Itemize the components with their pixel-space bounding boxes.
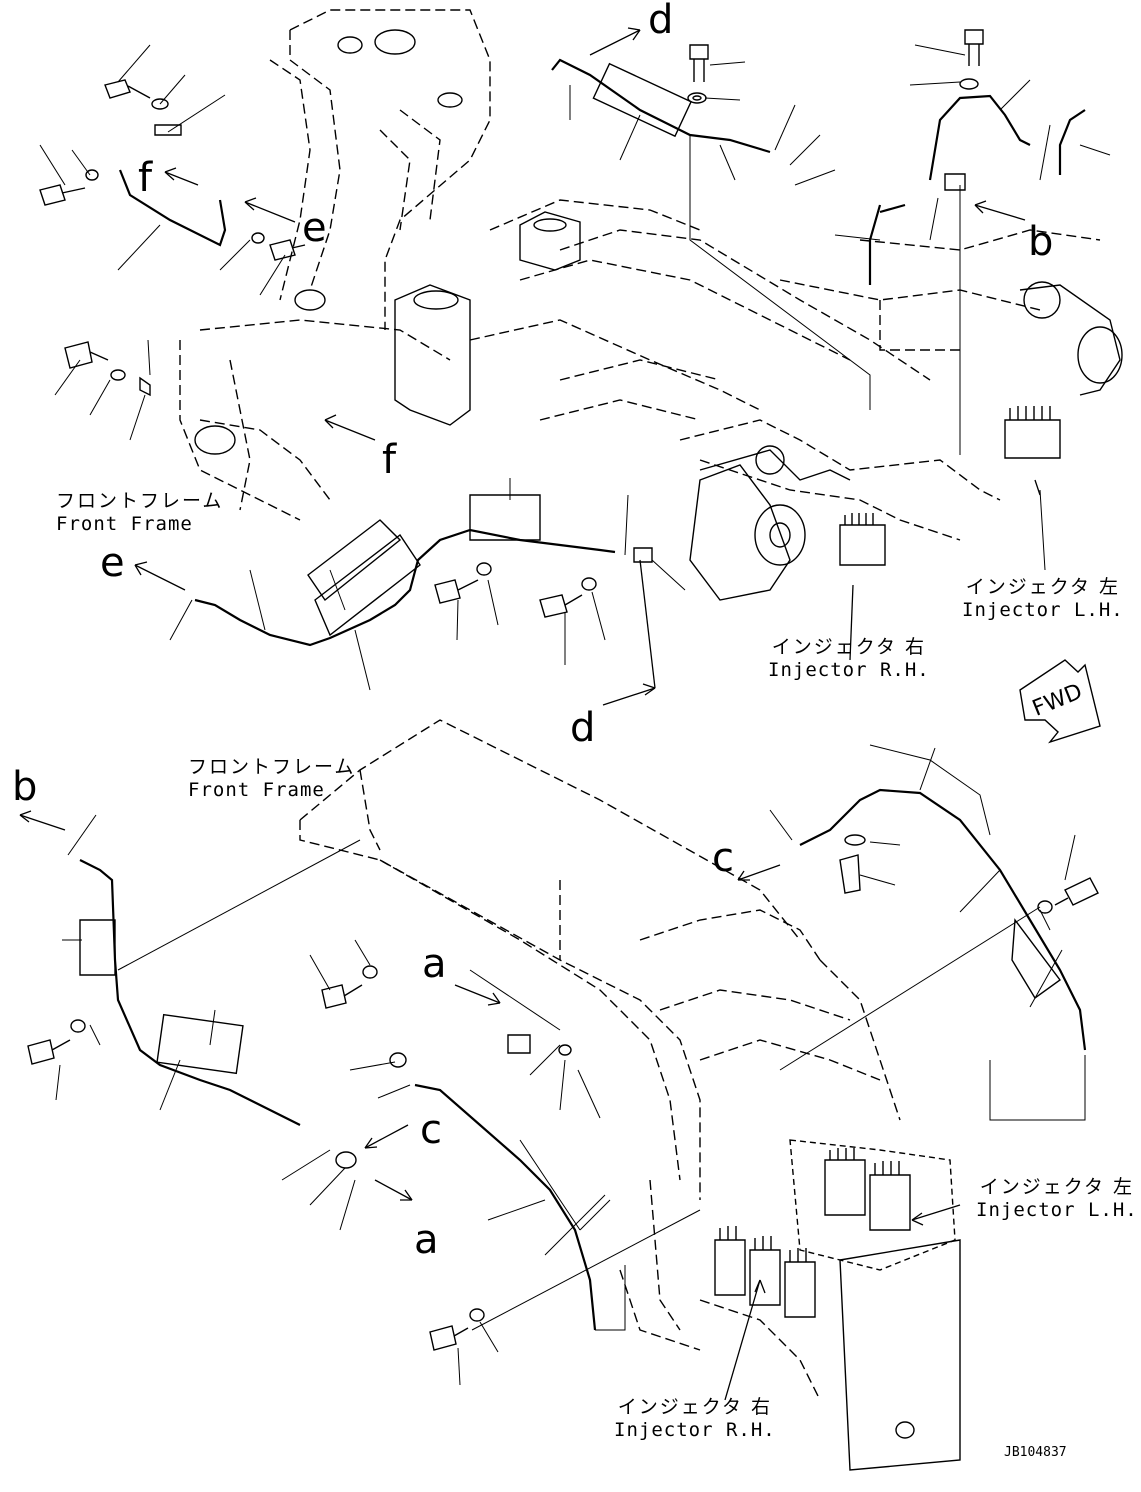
- bolt-upper-left-1: [105, 80, 181, 135]
- fwd-arrow: [1020, 660, 1100, 742]
- injector-rh-jp-lower: インジェクタ 右: [617, 1396, 772, 1418]
- label-front-frame-upper: フロントフレーム Front Frame: [56, 492, 223, 534]
- callout-c-lower: c: [420, 1107, 442, 1153]
- callout-f-mid: f: [382, 437, 397, 483]
- front-frame-en-upper: Front Frame: [56, 513, 193, 535]
- bolt-mid-left: [65, 342, 150, 395]
- connector-lines: [118, 135, 1085, 1330]
- bolt-lower-3: [430, 1309, 484, 1350]
- callout-c-right: c: [712, 835, 734, 881]
- upper-front-frame-outline: [180, 10, 1100, 540]
- leader-lines-upper: [40, 45, 1110, 690]
- pipe-c-lower: [415, 1085, 595, 1330]
- pipe-to-d-top: [552, 60, 770, 152]
- callout-arrows-lower: [20, 811, 960, 1400]
- upper-injector-rh: [840, 513, 885, 565]
- callout-d-mid: d: [570, 705, 596, 751]
- leader-lines-lower: [56, 745, 1075, 1385]
- callout-f-left: f: [138, 155, 153, 201]
- bolt-top-center: [688, 45, 708, 103]
- drawing-code: JB104837: [1004, 1445, 1067, 1460]
- callout-a-lower: a: [414, 1217, 439, 1263]
- pipe-c-right: [800, 790, 1085, 1050]
- callout-d-top: d: [648, 0, 674, 43]
- lower-injector-lh: [825, 1148, 910, 1230]
- bolt-upper-left-2: [40, 170, 98, 205]
- injector-lh-jp-upper: インジェクタ 左: [965, 576, 1120, 598]
- callout-e-left: e: [302, 205, 327, 251]
- pipe-f-e-upper: [120, 170, 225, 245]
- pipe-b-lower: [80, 860, 300, 1125]
- injector-lh-en-lower: Injector L.H.: [976, 1199, 1138, 1221]
- label-injector-rh-upper: インジェクタ 右 Injector R.H.: [768, 638, 930, 680]
- injector-rh-jp-upper: インジェクタ 右: [771, 636, 926, 658]
- bolt-mid-1: [435, 563, 491, 603]
- callout-b-top: b: [1028, 219, 1054, 265]
- upper-injector-lh: [1005, 406, 1060, 458]
- lower-side-plate: [790, 1140, 960, 1470]
- callout-b-lower: b: [12, 764, 38, 810]
- upper-mount-block: [195, 30, 580, 454]
- pipe-e-to-d-mid: [195, 530, 615, 645]
- injector-rh-en-lower: Injector R.H.: [614, 1419, 776, 1441]
- injector-lh-en-upper: Injector L.H.: [962, 599, 1124, 621]
- bolt-lower-1: [322, 966, 377, 1008]
- label-front-frame-lower: フロントフレーム Front Frame: [188, 758, 355, 800]
- bolt-upper-left-3: [252, 233, 305, 260]
- bolt-mid-2: [540, 578, 596, 617]
- pipe-b-loop: [870, 96, 1085, 285]
- injector-lh-jp-lower: インジェクタ 左: [979, 1176, 1134, 1198]
- injector-rh-en-upper: Injector R.H.: [768, 659, 930, 681]
- front-frame-en-lower: Front Frame: [188, 779, 325, 801]
- label-injector-rh-lower: インジェクタ 右 Injector R.H.: [614, 1398, 776, 1440]
- front-frame-jp-upper: フロントフレーム: [56, 490, 224, 512]
- label-injector-lh-upper: インジェクタ 左 Injector L.H.: [962, 578, 1124, 620]
- label-injector-lh-lower: インジェクタ 左 Injector L.H.: [976, 1178, 1138, 1220]
- bolt-lower-right: [1038, 878, 1098, 913]
- bolt-top-right: [960, 30, 983, 89]
- callout-e-mid: e: [100, 540, 125, 586]
- bolt-lower-2: [28, 1020, 85, 1064]
- lower-injector-rh: [715, 1226, 815, 1317]
- front-frame-jp-lower: フロントフレーム: [188, 756, 356, 778]
- upper-pivot-cylinder: [690, 282, 1122, 600]
- fitting-lower-c: [840, 835, 865, 893]
- lower-front-frame-outline: [300, 720, 900, 1400]
- callout-arrows-upper: [135, 28, 1040, 705]
- callout-a-upper: a: [422, 941, 447, 987]
